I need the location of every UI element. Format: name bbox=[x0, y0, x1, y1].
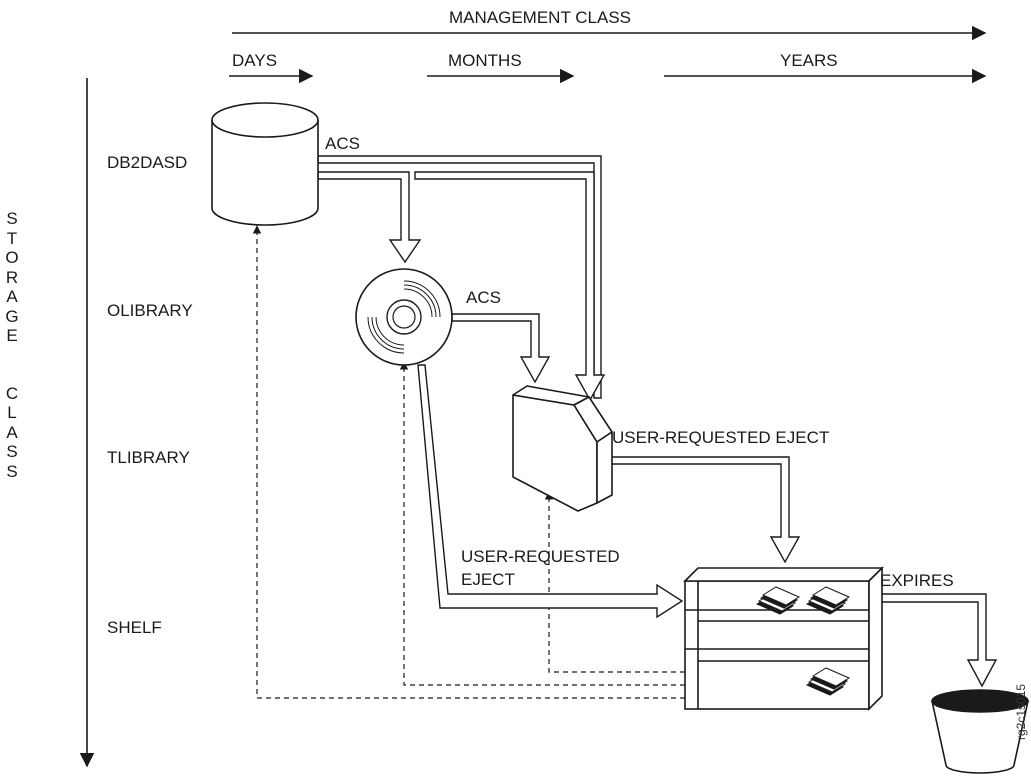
management-class-title: MANAGEMENT CLASS bbox=[449, 8, 632, 27]
user-eject-label-optical-line2: EJECT bbox=[461, 570, 515, 589]
storage-letter: S bbox=[6, 209, 18, 228]
storage-letter: A bbox=[6, 287, 18, 306]
acs-to-optical-arrow bbox=[317, 155, 602, 399]
optical-eject-to-shelf-arrow bbox=[417, 364, 684, 619]
storage-letter: C bbox=[5, 383, 19, 403]
storage-letter: E bbox=[6, 326, 18, 345]
storage-letter: T bbox=[6, 228, 18, 248]
months-label: MONTHS bbox=[448, 51, 522, 70]
acs-label-optical: ACS bbox=[466, 288, 501, 307]
user-eject-label-optical-line1: USER-REQUESTED bbox=[461, 547, 620, 566]
recall-dashed-paths bbox=[252, 225, 685, 699]
user-eject-label-tape: USER-REQUESTED EJECT bbox=[612, 428, 830, 447]
tape-cartridge-icon bbox=[755, 586, 801, 615]
acs-to-optical-branch bbox=[317, 171, 422, 264]
acs-label-dasd: ACS bbox=[325, 134, 360, 153]
storage-row-db2dasd: DB2DASD bbox=[107, 153, 188, 172]
recall-to-dasd-path bbox=[252, 225, 685, 699]
storage-letter: O bbox=[5, 248, 19, 267]
storage-letter: R bbox=[5, 267, 19, 287]
storage-letter: S bbox=[6, 461, 18, 481]
acs-to-tape-vertical bbox=[414, 171, 606, 402]
recall-to-optical-path bbox=[399, 361, 685, 686]
tape-cartridge-icon bbox=[805, 586, 851, 615]
dasd-cylinder-icon bbox=[211, 102, 319, 226]
storage-row-shelf: SHELF bbox=[107, 618, 162, 637]
tape-cartridge-icon bbox=[805, 667, 851, 696]
tape-eject-to-shelf-arrow bbox=[597, 456, 801, 564]
shelf-icon bbox=[683, 566, 884, 711]
storage-letter: S bbox=[6, 442, 18, 461]
optical-acs-to-tape-arrow bbox=[451, 313, 551, 384]
storage-row-tlibrary: TLIBRARY bbox=[107, 448, 190, 467]
optical-disk-icon bbox=[355, 268, 453, 366]
years-label: YEARS bbox=[780, 51, 838, 70]
storage-letter: G bbox=[5, 306, 19, 326]
expires-label: EXPIRES bbox=[880, 571, 954, 590]
storage-class-title: S T O R A G E C L A S S bbox=[4, 209, 20, 481]
figure-code: rg2c1s015 bbox=[1014, 683, 1028, 740]
expires-arrow bbox=[877, 593, 998, 688]
recall-to-tape-path bbox=[544, 491, 685, 673]
storage-letter: A bbox=[6, 422, 18, 442]
tape-library-icon bbox=[512, 385, 613, 512]
storage-row-olibrary: OLIBRARY bbox=[107, 301, 193, 320]
trash-bucket-icon bbox=[931, 689, 1029, 774]
days-label: DAYS bbox=[232, 51, 278, 70]
storage-letter: L bbox=[7, 403, 17, 422]
